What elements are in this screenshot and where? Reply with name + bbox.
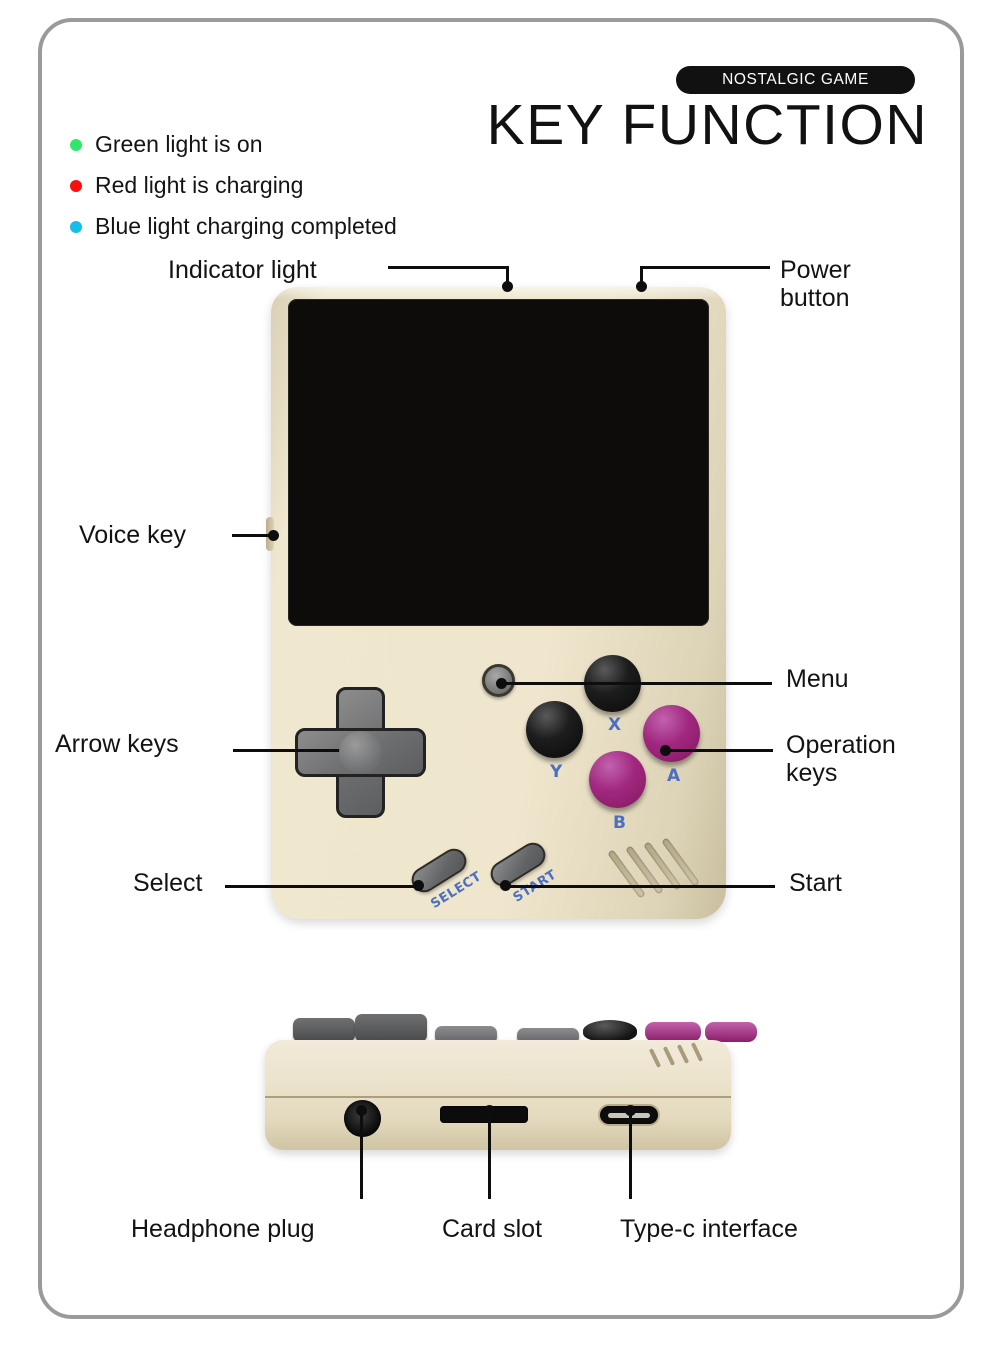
blue-status-dot xyxy=(70,220,82,233)
label-menu: Menu xyxy=(786,665,849,693)
leader-dot-type-c xyxy=(625,1105,636,1116)
leader-select xyxy=(225,885,420,888)
leader-dot-voice-key xyxy=(268,530,279,541)
label-type-c: Type-c interface xyxy=(620,1215,798,1243)
button-b[interactable] xyxy=(589,751,646,808)
console-front-view: X Y A B SELECT START xyxy=(266,287,726,919)
button-label-y: Y xyxy=(550,762,563,782)
button-label-x: X xyxy=(608,715,622,735)
edge-speaker-slot xyxy=(662,1046,676,1066)
legend-label-blue: Blue light charging completed xyxy=(95,213,397,239)
leader-arrow-keys xyxy=(233,749,363,752)
shoulder-buttons-row xyxy=(265,1008,757,1044)
label-power-button-line1: Power xyxy=(780,256,851,284)
label-card-slot: Card slot xyxy=(442,1215,543,1243)
shoulder-button-l1[interactable] xyxy=(293,1018,355,1042)
leader-dot-select xyxy=(413,880,424,891)
leader-dot-power-button xyxy=(636,281,647,292)
button-label-b: B xyxy=(613,813,626,833)
nostalgic-game-badge: NOSTALGIC GAME xyxy=(676,66,915,94)
leader-card-slot xyxy=(488,1112,491,1199)
label-start: Start xyxy=(789,869,842,897)
shoulder-button-l2[interactable] xyxy=(355,1014,427,1042)
leader-menu xyxy=(500,682,772,685)
dpad-center xyxy=(339,731,382,774)
leader-type-c xyxy=(629,1112,632,1199)
leader-dot-card-slot xyxy=(484,1105,495,1116)
leader-power-button-horizontal xyxy=(640,266,770,269)
legend-item-blue: Blue light charging completed xyxy=(70,206,540,247)
indicator-legend: Green light is on Red light is charging … xyxy=(70,124,540,247)
legend-item-red: Red light is charging xyxy=(70,165,540,206)
label-operation-keys-line2: keys xyxy=(786,759,838,787)
edge-speaker-grille xyxy=(648,1042,713,1068)
label-select: Select xyxy=(133,869,203,897)
label-arrow-keys: Arrow keys xyxy=(55,730,179,758)
button-label-a: A xyxy=(667,766,681,786)
leader-indicator-light-horizontal xyxy=(388,266,509,269)
label-power-button-line2: button xyxy=(780,284,850,312)
leader-dot-operation-keys xyxy=(660,745,671,756)
green-status-dot xyxy=(70,138,82,151)
label-power-button: Power button xyxy=(780,256,930,312)
label-operation-keys-line1: Operation xyxy=(786,731,896,759)
button-a[interactable] xyxy=(643,705,700,762)
legend-label-red: Red light is charging xyxy=(95,172,304,198)
button-x-edge-profile xyxy=(583,1020,637,1042)
leader-power-button-vertical xyxy=(640,266,643,288)
leader-dot-indicator-light xyxy=(502,281,513,292)
case-seam-line xyxy=(265,1096,731,1098)
leader-voice-key xyxy=(232,534,274,537)
label-indicator-light: Indicator light xyxy=(168,256,317,284)
page-title: KEY FUNCTION xyxy=(486,93,928,157)
button-a-edge-profile xyxy=(645,1022,701,1042)
dpad-arrow-keys[interactable] xyxy=(295,687,426,818)
legend-item-green: Green light is on xyxy=(70,124,540,165)
legend-label-green: Green light is on xyxy=(95,131,263,157)
speaker-slot xyxy=(607,849,646,899)
leader-headphone-plug xyxy=(360,1112,363,1199)
label-headphone-plug: Headphone plug xyxy=(131,1215,315,1243)
leader-dot-headphone-plug xyxy=(356,1105,367,1116)
edge-speaker-slot xyxy=(648,1048,662,1068)
label-operation-keys: Operation keys xyxy=(786,731,956,787)
dpad-edge-profile xyxy=(435,1026,497,1044)
leader-dot-menu xyxy=(496,678,507,689)
body-top-highlight xyxy=(271,287,726,299)
tf-card-slot-port[interactable] xyxy=(440,1106,528,1123)
badge-label: NOSTALGIC GAME xyxy=(722,71,869,88)
edge-speaker-slot xyxy=(690,1042,704,1062)
leader-start xyxy=(505,885,775,888)
button-b-edge-profile xyxy=(705,1022,757,1042)
speaker-grille xyxy=(607,837,701,902)
console-bottom-edge-view xyxy=(265,1040,731,1150)
button-y[interactable] xyxy=(526,701,583,758)
leader-indicator-light-vertical xyxy=(506,266,509,288)
label-voice-key: Voice key xyxy=(79,521,187,549)
red-status-dot xyxy=(70,179,82,192)
edge-speaker-slot xyxy=(676,1044,690,1064)
leader-dot-start xyxy=(500,880,511,891)
device-screen xyxy=(288,299,709,626)
leader-operation-keys xyxy=(665,749,773,752)
